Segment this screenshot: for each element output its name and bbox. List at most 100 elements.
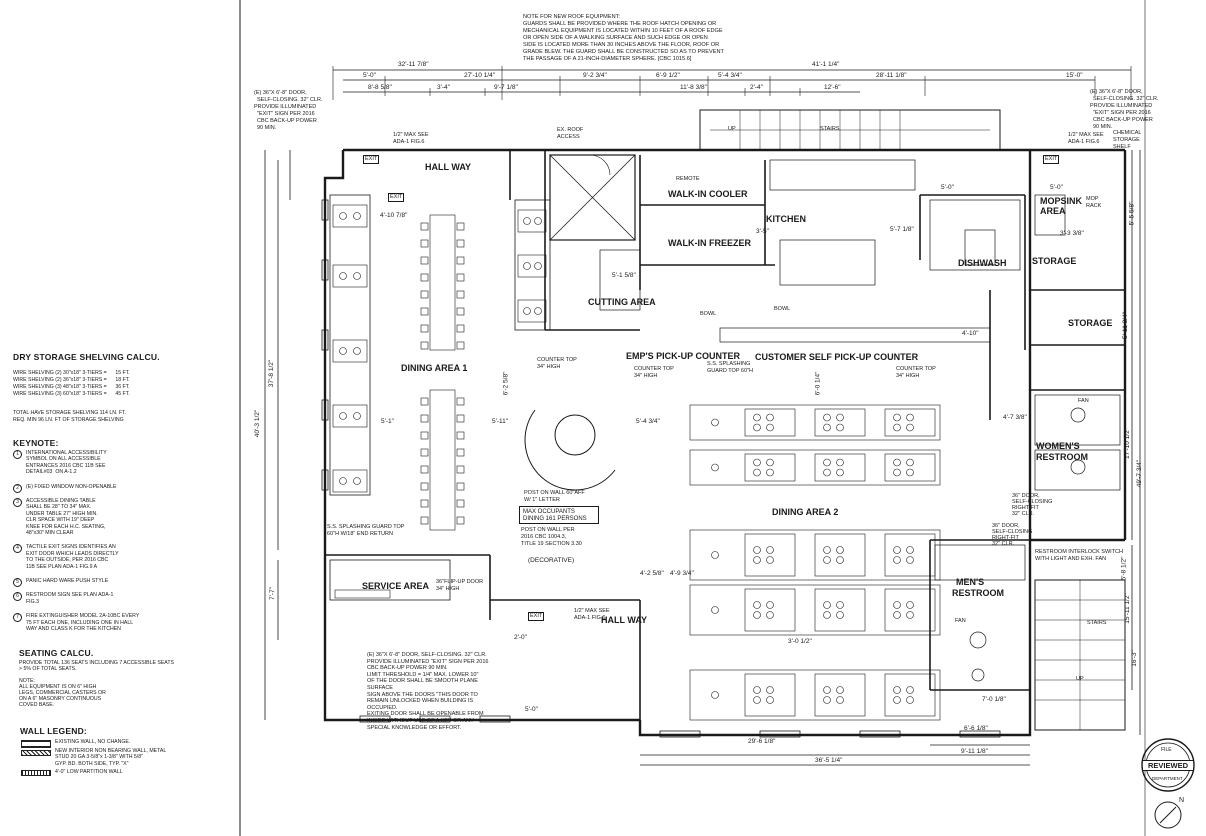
dim-right: 16'-3" — [1130, 650, 1138, 667]
keynote-text: INTERNATIONAL ACCESSIBILITY SYMBOL ON AL… — [26, 450, 107, 476]
dining-seat — [906, 423, 914, 432]
callout-ada-max-2: 1/2" MAX SEE — [1068, 132, 1104, 138]
keynote-text: PANIC HARD WARE PUSH STYLE — [26, 578, 109, 584]
dining-seat — [893, 468, 901, 477]
callout-ada-max: ADA-1 FIG.6 — [393, 139, 425, 145]
dining-chair — [456, 465, 465, 474]
new-wall-swatch — [21, 750, 51, 756]
dining-seat — [753, 556, 761, 564]
table-row-band — [689, 449, 941, 486]
room-label-hall-way-top: HALL WAY — [425, 162, 472, 172]
callout-bowl: BOWL — [700, 311, 717, 317]
dim-inner: 5'-0" — [525, 706, 538, 713]
door-note-line: SIGN ABOVE THE DOORS "THIS DOOR TO — [367, 691, 478, 698]
decorative-label: (DECORATIVE) — [528, 557, 575, 564]
dim-top-row2: 5'-4 3/4" — [718, 72, 742, 79]
dim-left-overall: 40'-3 1/2" — [254, 409, 262, 438]
dim-right: 5'-11 3/4" — [1121, 312, 1129, 339]
dining-seat — [836, 611, 844, 619]
dining-seat — [906, 601, 914, 609]
dim-top-row2: 27'-10 1/4" — [464, 72, 496, 79]
dry-storage-line: WIRE SHELVING (3) 48"x18" 3-TIERS = 36 F… — [13, 384, 130, 390]
dim-overall-right: 41'-1 1/4" — [812, 61, 840, 68]
dining-seat — [906, 468, 914, 477]
keynote-text: RESTROOM SIGN SEE PLAN ADA-1 FIG.3 — [26, 592, 114, 605]
keynote-number: 1 — [13, 450, 22, 459]
dining-chair — [420, 414, 429, 423]
dining-table — [884, 533, 936, 577]
dim-top-row3: 8'-8 5/8" — [368, 84, 392, 91]
exit-sign-label: EXIT — [388, 193, 405, 202]
door-note-line: OCCUPIED. — [367, 704, 398, 711]
callout-restroom-interlock: WITH LIGHT AND EXH. FAN — [1035, 556, 1107, 562]
door-note-line: (E) 36"X 6'-8" DOOR, — [254, 90, 307, 96]
dining-area-2-tables — [689, 404, 941, 721]
callout-ss-guard: S.S. SPLASHING — [707, 361, 751, 367]
max-occupants-box: MAX OCCUPANTS DINING 161 PERSONS — [519, 506, 599, 524]
booth-seat — [339, 477, 347, 485]
callout-ada-max-3: 1/2" MAX SEE — [574, 608, 610, 614]
dining-seat — [823, 468, 831, 477]
door-note-line: REMAIN UNLOCKED WHEN BUILDING IS — [367, 698, 474, 705]
dim-top-row3: 9'-7 1/8" — [494, 84, 518, 91]
door-note-line: (E) 36"X 6'-8" DOOR, SELF-CLOSING. 32" C… — [367, 652, 487, 658]
dining-seat — [893, 413, 901, 422]
booth-seat — [339, 412, 347, 420]
callout-ss-guard-2: S.S. SPLASHING GUARD TOP — [327, 524, 405, 530]
callout-chem-shelf: CHEMICAL — [1113, 130, 1142, 136]
dining-table — [884, 453, 936, 482]
booth-seat — [353, 272, 361, 280]
keynote-number: 5 — [13, 578, 22, 587]
up-label-top: UP — [728, 126, 736, 132]
dim-inner: 4'-10 7/8" — [380, 212, 408, 219]
left-booth-tables — [332, 204, 547, 493]
roof-note-line: GRADE BLEW. THE GUARD SHALL BE CONSTRUCT… — [523, 49, 724, 55]
dining-seat — [906, 556, 914, 564]
exit-sign-label: EXIT — [1043, 155, 1060, 164]
room-label-mopsink-area: AREA — [1040, 206, 1066, 216]
dining-table — [429, 389, 456, 531]
dry-storage-line: WIRE SHELVING (2) 36"x18" 3-TIERS = 18 F… — [13, 377, 130, 383]
dining-chair — [420, 482, 429, 491]
dining-seat — [893, 546, 901, 554]
dining-seat — [766, 601, 774, 609]
dining-seat — [836, 468, 844, 477]
callout-max-occ: MAX OCCUPANTS — [523, 509, 575, 515]
dining-chair — [456, 341, 465, 350]
room-label-dining-area-1: DINING AREA 1 — [401, 363, 468, 373]
dim-bottom: 6'-6 1/8" — [964, 725, 988, 732]
dim-overall-left: 32'-11 7/8" — [398, 61, 429, 68]
roof-note-line: GUARDS SHALL BE PROVIDED WHERE THE ROOF … — [523, 21, 717, 27]
dining-table — [814, 453, 866, 482]
dining-chair — [456, 431, 465, 440]
dining-chair — [420, 431, 429, 440]
door-note-line: "EXIT" SIGN PER 2016 — [257, 111, 315, 117]
room-label-womens-restroom: RESTROOM — [1036, 452, 1089, 462]
callout-ada-max-2: ADA-1 FIG.6 — [1068, 139, 1100, 145]
room-label-cutting-area: CUTTING AREA — [588, 297, 656, 307]
dining-area-1-tables — [420, 214, 465, 531]
door-note-line: PROVIDE ILLUMINATED — [254, 104, 317, 110]
dining-seat — [893, 556, 901, 564]
dim-left-upper: 37'-8 1/2" — [268, 359, 276, 388]
dining-chair — [420, 499, 429, 508]
room-label-storage-1: STORAGE — [1032, 256, 1077, 266]
dining-seat — [823, 546, 831, 554]
door-note-line: "EXIT" SIGN PER 2016 — [1093, 110, 1151, 116]
callout-restroom-door-2: SELF-CLOSING — [992, 529, 1033, 535]
dining-chair — [420, 465, 429, 474]
dining-seat — [836, 413, 844, 422]
dining-table — [814, 588, 866, 632]
dining-chair — [420, 290, 429, 299]
callout-restroom-door-2: RIGHT-FIT — [992, 535, 1019, 541]
callout-restroom-door: 36" DOOR, — [1012, 493, 1040, 499]
dining-seat — [711, 691, 719, 699]
dining-seat — [906, 413, 914, 422]
booth-seat — [534, 217, 542, 225]
door-note-line: INSIDE WITHOUT USE OF A KEY OR ANY — [367, 718, 474, 724]
room-label-mopsink: MOPSINK — [1040, 196, 1083, 206]
stamp-bottom: DEPARTMENT — [1152, 776, 1183, 781]
dining-seat — [766, 423, 774, 432]
dining-seat — [906, 546, 914, 554]
